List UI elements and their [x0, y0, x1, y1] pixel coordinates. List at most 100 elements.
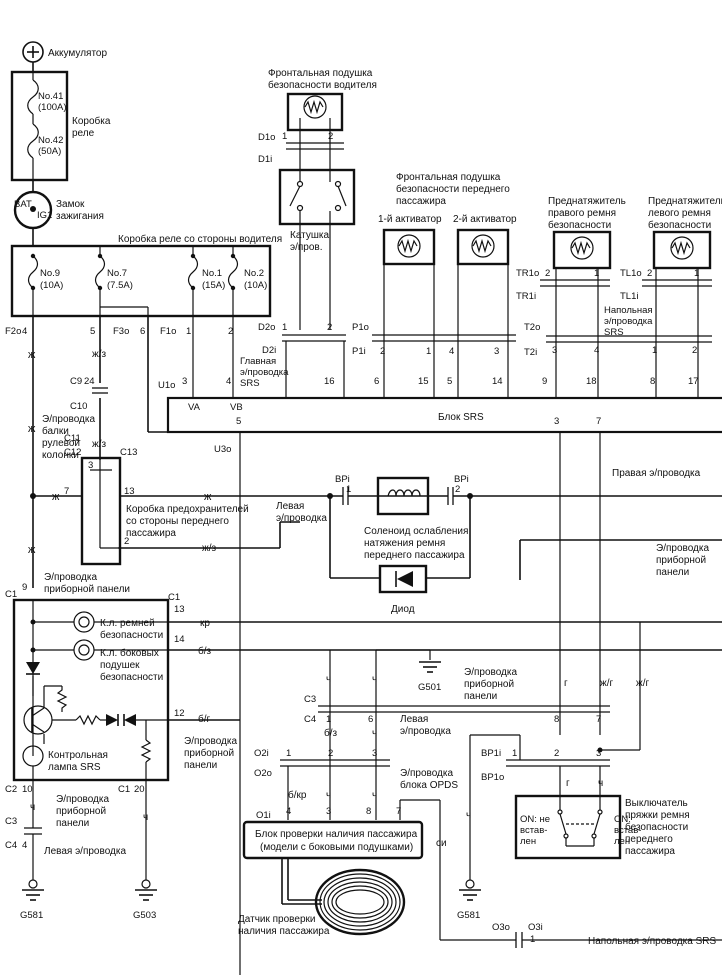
passenger-airbag-activator-2 [456, 228, 510, 266]
diode [378, 564, 428, 594]
tensioner-left-2: левого ремня [648, 208, 711, 219]
buckle-switch-label-1: Выключатель [625, 798, 688, 809]
driver-airbag [286, 92, 344, 132]
svg-text:2: 2 [328, 748, 333, 759]
dash-harness-bottom-1: Э/проводка [56, 794, 109, 805]
switch-buckled-2: встав- [614, 825, 641, 836]
opds-harness-1: Э/проводка [400, 768, 453, 779]
occupant-sensor [281, 858, 406, 936]
ground-g581-left-label: G581 [20, 910, 43, 921]
svg-text:2: 2 [455, 484, 460, 495]
svg-text:1: 1 [512, 748, 517, 759]
svg-text:1: 1 [326, 714, 331, 725]
connector-p1i: P1i [352, 346, 366, 357]
connector-c1-bottom: C1 [118, 784, 130, 795]
connector-c1-right: C1 [168, 592, 180, 603]
srs-va: VA [188, 402, 201, 413]
connector-c13: C13 [120, 447, 137, 458]
wire-color-ch-8: ч [466, 810, 471, 821]
dash-harness-c3-3: панели [464, 691, 497, 702]
svg-text:5: 5 [90, 326, 95, 337]
svg-text:3: 3 [494, 346, 499, 357]
svg-text:1: 1 [282, 322, 287, 333]
left-harness-top-1: Левая [276, 501, 304, 512]
fuse9-rating: (10A) [40, 280, 63, 291]
fuse2-rating: (10A) [244, 280, 267, 291]
cable-reel [278, 168, 356, 226]
solenoid-label-1: Соленоид ослабления [364, 525, 468, 537]
connector-bp1o: BP1o [481, 772, 504, 783]
wire-color-zh-1: ж [28, 349, 36, 361]
svg-text:15: 15 [418, 376, 429, 387]
floor-harness-top-1: Напольная [604, 305, 653, 316]
passenger-fuse-box [80, 456, 122, 566]
svg-text:9: 9 [542, 376, 547, 387]
activator2-label: 2-й активатор [453, 214, 517, 225]
svg-text:13: 13 [174, 604, 185, 615]
svg-text:8: 8 [554, 714, 559, 725]
connector-c3-left: C3 [5, 816, 17, 827]
svg-text:12: 12 [174, 708, 185, 719]
svg-text:16: 16 [324, 376, 335, 387]
svg-text:3: 3 [182, 376, 187, 387]
connector-c4-left: C4 [5, 840, 17, 851]
cable-reel-label-2: э/пров. [290, 242, 323, 253]
wire-color-zhz-3: ж/з [202, 543, 216, 554]
connector-f1o: F1o [160, 326, 176, 337]
bat-label: BAT [14, 199, 32, 210]
ground-g501 [419, 661, 441, 673]
column-harness-2: балки [42, 425, 69, 437]
dash-harness-c3-1: Э/проводка [464, 667, 517, 678]
floor-harness-bottom: Напольная э/проводка SRS [588, 936, 716, 947]
fuse2-label: No.2 [244, 268, 264, 279]
fuse41-rating: (100A) [38, 102, 67, 113]
svg-text:4: 4 [226, 376, 231, 387]
dash-harness-left-1: Э/проводка [44, 572, 97, 583]
wire-color-ch-3: ч [326, 674, 331, 685]
connector-c11: C11 [64, 433, 81, 444]
dash-harness-bottom-3: панели [56, 818, 89, 829]
connector-o1i: O1i [256, 810, 271, 821]
svg-text:2: 2 [545, 268, 550, 279]
passenger-fuse-box-3: пассажира [126, 528, 176, 539]
tensioner-right-3: безопасности [548, 219, 611, 231]
svg-text:7: 7 [596, 714, 601, 725]
svg-text:1: 1 [286, 748, 291, 759]
connector-f2o: F2o [5, 326, 21, 337]
tensioner-right [552, 230, 612, 270]
svg-text:4: 4 [22, 840, 27, 851]
dash-harness-mid-1: Э/проводка [184, 736, 237, 747]
svg-text:13: 13 [124, 486, 135, 497]
srs-unit-label: Блок SRS [438, 412, 484, 423]
tensioner-left [652, 230, 712, 270]
svg-text:7: 7 [64, 486, 69, 497]
wire-color-zhz-1: ж/з [92, 349, 106, 360]
tensioner-left-3: безопасности [648, 219, 711, 231]
connector-c9: C9 [70, 376, 82, 387]
svg-text:5: 5 [447, 376, 452, 387]
svg-text:4: 4 [22, 326, 27, 337]
connector-o3i: O3i [528, 922, 543, 933]
wire-color-bz-1: б/з [198, 645, 212, 657]
wire-color-zhg-1: ж/г [600, 678, 613, 689]
wire-color-zh-3: ж [28, 544, 36, 556]
belt-lamp-label-1: К.л. ремней [100, 618, 155, 629]
side-lamp-label-3: безопасности [100, 671, 163, 683]
connector-bpi-1: BPi [335, 474, 350, 485]
passenger-fuse-box-2: со стороны переднего [126, 516, 229, 527]
connector-c1-left: C1 [5, 589, 17, 600]
passenger-airbag-label-3: пассажира [396, 196, 446, 207]
svg-text:2: 2 [327, 322, 332, 333]
connector-tl1i: TL1i [620, 291, 638, 302]
relay-box [10, 70, 69, 182]
svg-text:14: 14 [174, 634, 185, 645]
svg-text:10: 10 [22, 784, 33, 795]
switch-buckled-3: лен [614, 836, 630, 847]
svg-text:2: 2 [692, 345, 697, 356]
occupant-sensor-label-1: Датчик проверки [238, 914, 315, 925]
buckle-switch-label-3: безопасности [625, 821, 688, 833]
right-harness-label: Правая э/проводка [612, 468, 701, 479]
connector-d2i: D2i [262, 345, 276, 356]
ground-g581-left [22, 879, 44, 901]
